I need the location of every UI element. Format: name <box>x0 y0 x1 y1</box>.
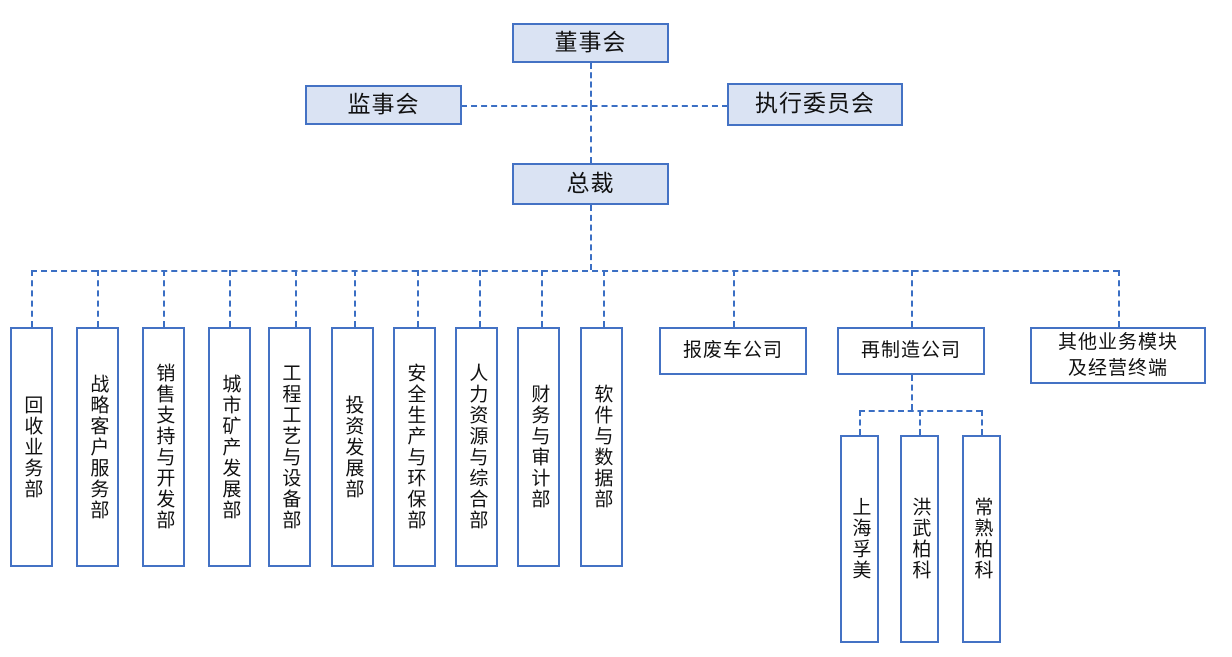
node-department-7-label: 安全生产与环保部 <box>404 363 427 531</box>
node-executive-committee[interactable]: 执行委员会 <box>727 83 903 126</box>
node-subsidiary-2[interactable]: 洪武柏科 <box>900 435 939 643</box>
node-board-of-directors[interactable]: 董事会 <box>512 23 669 63</box>
connector-drop-department-3 <box>163 270 165 327</box>
node-business-unit-scrap-vehicle-label: 报废车公司 <box>682 339 783 362</box>
node-board-of-supervisors[interactable]: 监事会 <box>305 85 462 125</box>
node-subsidiary-2-label: 洪武柏科 <box>909 497 932 581</box>
connector-drop-department-10 <box>603 270 605 327</box>
node-department-8-label: 人力资源与综合部 <box>466 363 489 531</box>
node-department-3-label: 销售支持与开发部 <box>153 363 176 531</box>
connector-drop-department-2 <box>97 270 99 327</box>
connector-remanufacturing-to-sub-bus <box>911 375 913 410</box>
connector-drop-subsidiary-3 <box>981 410 983 435</box>
node-subsidiary-3[interactable]: 常熟柏科 <box>962 435 1001 643</box>
node-board-of-supervisors-label: 监事会 <box>347 91 420 118</box>
connector-drop-department-5 <box>295 270 297 327</box>
node-business-unit-remanufacturing-label: 再制造公司 <box>860 339 961 362</box>
node-subsidiary-1[interactable]: 上海孚美 <box>840 435 879 643</box>
connector-cross-to-president <box>590 105 592 163</box>
node-subsidiary-1-label: 上海孚美 <box>849 497 872 581</box>
node-executive-committee-label: 执行委员会 <box>755 91 875 118</box>
node-department-9[interactable]: 财务与审计部 <box>517 327 560 567</box>
connector-board-to-cross <box>590 63 592 106</box>
connector-drop-department-6 <box>354 270 356 327</box>
connector-drop-business-unit-1 <box>733 270 735 327</box>
connector-drop-subsidiary-1 <box>859 410 861 435</box>
node-president-label: 总裁 <box>566 170 615 197</box>
node-department-10-label: 软件与数据部 <box>591 384 614 510</box>
connector-main-bus <box>31 270 1119 272</box>
connector-drop-department-9 <box>541 270 543 327</box>
node-business-unit-scrap-vehicle[interactable]: 报废车公司 <box>659 327 807 375</box>
node-department-6[interactable]: 投资发展部 <box>331 327 374 567</box>
node-department-1[interactable]: 回收业务部 <box>10 327 53 567</box>
node-department-5-label: 工程工艺与设备部 <box>279 363 302 531</box>
connector-drop-business-unit-3 <box>1118 270 1120 327</box>
connector-drop-department-8 <box>479 270 481 327</box>
node-board-of-directors-label: 董事会 <box>554 29 627 56</box>
connector-drop-subsidiary-2 <box>919 410 921 435</box>
connector-drop-business-unit-2 <box>911 270 913 327</box>
connector-drop-department-7 <box>417 270 419 327</box>
node-department-4-label: 城市矿产发展部 <box>219 373 242 521</box>
connector-drop-department-4 <box>229 270 231 327</box>
node-department-2[interactable]: 战略客户服务部 <box>76 327 119 567</box>
node-department-6-label: 投资发展部 <box>342 394 365 500</box>
node-department-4[interactable]: 城市矿产发展部 <box>208 327 251 567</box>
connector-president-to-bus <box>590 205 592 270</box>
node-subsidiary-3-label: 常熟柏科 <box>971 497 994 581</box>
node-department-3[interactable]: 销售支持与开发部 <box>142 327 185 567</box>
node-business-unit-remanufacturing[interactable]: 再制造公司 <box>837 327 985 375</box>
node-department-9-label: 财务与审计部 <box>528 384 551 510</box>
node-business-unit-other[interactable]: 其他业务模块 及经营终端 <box>1030 327 1206 384</box>
connector-drop-department-1 <box>31 270 33 327</box>
node-department-8[interactable]: 人力资源与综合部 <box>455 327 498 567</box>
node-department-1-label: 回收业务部 <box>21 394 44 500</box>
node-department-2-label: 战略客户服务部 <box>87 373 110 521</box>
connector-supervisors-to-executive <box>461 105 728 107</box>
node-department-5[interactable]: 工程工艺与设备部 <box>268 327 311 567</box>
node-business-unit-other-label: 其他业务模块 及经营终端 <box>1057 331 1178 379</box>
node-department-10[interactable]: 软件与数据部 <box>580 327 623 567</box>
node-president[interactable]: 总裁 <box>512 163 669 205</box>
node-department-7[interactable]: 安全生产与环保部 <box>393 327 436 567</box>
